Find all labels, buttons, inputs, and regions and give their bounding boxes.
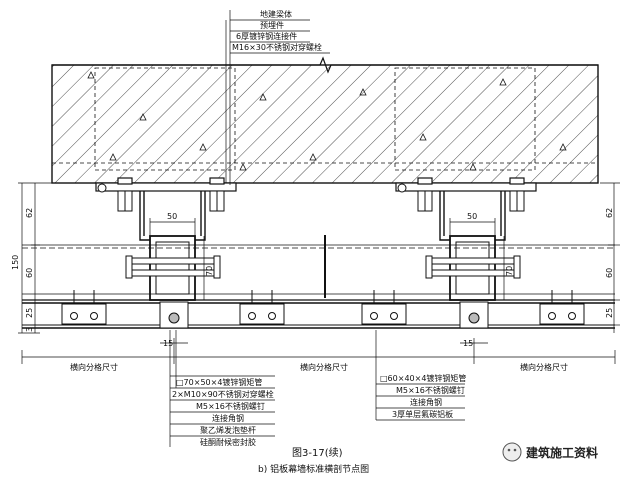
watermark-text: 建筑施工资料 [525, 445, 598, 460]
leaders-top [225, 10, 330, 185]
through-bolts [125, 255, 521, 279]
dim-50-right: 50 [467, 212, 477, 221]
grid-dim-mid: 横向分格尺寸 [300, 362, 348, 372]
dim-right-62: 62 [605, 208, 614, 218]
label-tube-70: □70×50×4镀锌钢矩管 [176, 377, 262, 387]
label-embed: 预埋件 [260, 20, 284, 30]
connecting-angles [61, 290, 585, 325]
concrete-beam [51, 56, 599, 184]
dim-70-right: 70 [505, 266, 514, 276]
grid-dim-left: 横向分格尺寸 [70, 362, 118, 372]
grid-dim-right: 横向分格尺寸 [520, 362, 568, 372]
grid-dimension-line [21, 338, 616, 364]
dim-right-25: 25 [605, 308, 614, 318]
dim-50 [149, 218, 505, 300]
embed-plates [95, 177, 537, 192]
dim-left-62: 62 [25, 208, 34, 218]
dim-lines-left [18, 182, 52, 334]
label-foam-rod: 聚乙烯发泡垫杆 [200, 425, 256, 435]
dim-50-left: 50 [167, 212, 177, 221]
watermark: 建筑施工资料 [502, 442, 598, 462]
horizontal-rails [22, 235, 615, 329]
label-sealant: 硅酮耐候密封胶 [200, 437, 256, 447]
label-bolt: M16×30不锈钢对穿螺栓 [232, 42, 322, 52]
anchor-bolts [97, 183, 525, 212]
leaders-bottom [169, 330, 465, 447]
dim-15-left: 15 [163, 339, 173, 348]
label-connector: 6厚镀锌钢连接件 [236, 31, 297, 41]
dim-left-3: 3 [25, 327, 34, 332]
dim-15-right: 15 [463, 339, 473, 348]
dim-70-left: 70 [205, 266, 214, 276]
wechat-icon [502, 442, 522, 462]
label-through-bolt: 2×M10×90不锈钢对穿螺栓 [172, 389, 274, 399]
steel-connectors [139, 191, 506, 241]
label-angle-left: 连接角钢 [212, 413, 244, 423]
label-beam: 地建梁体 [260, 9, 292, 19]
label-tube-60: □60×40×4镀锌钢矩管 [380, 373, 466, 383]
label-angle-right: 连接角钢 [410, 397, 442, 407]
dim-left-25: 25 [25, 308, 34, 318]
label-aluminum-panel: 3厚单层氟碳铝板 [392, 409, 453, 419]
dim-left-60: 60 [25, 268, 34, 278]
figure-caption: b) 铝板幕墙标准横剖节点图 [258, 463, 369, 475]
figure-number: 图3-17(续) [292, 446, 343, 459]
panel-joints [159, 301, 489, 329]
dim-right-60: 60 [605, 268, 614, 278]
steel-tubes [149, 235, 496, 301]
dim-lines-right [600, 182, 620, 333]
dim-left-150: 150 [11, 255, 20, 270]
label-screw-left: M5×16不锈钢螺钉 [196, 401, 265, 411]
label-screw-right: M5×16不锈钢螺钉 [396, 385, 465, 395]
